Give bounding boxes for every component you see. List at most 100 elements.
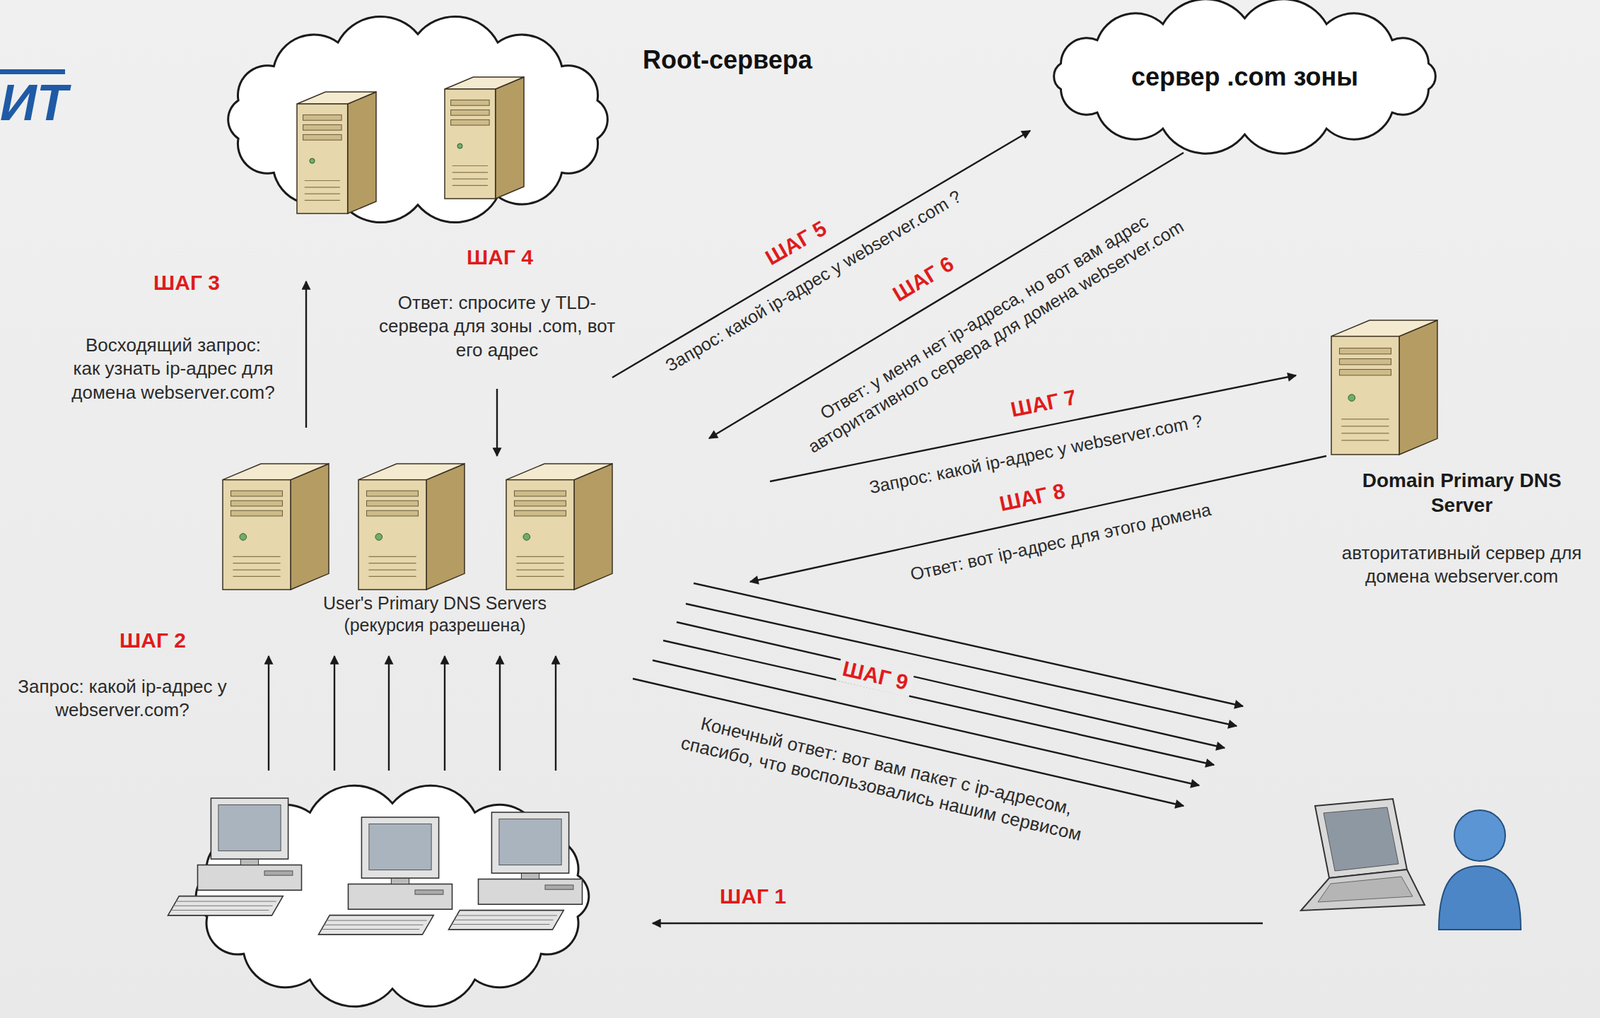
server-vent [516,562,564,564]
logo-bar [0,69,66,75]
node-subtitle: авторитативный сервер для домена webserv… [1336,541,1588,588]
server-led [457,143,463,149]
server-vent [232,556,280,558]
monitor-screen [499,818,562,865]
client-cloud [166,774,619,1018]
server-side [290,463,329,590]
node-shape [198,7,857,232]
server-vent [452,185,488,186]
server-front [1331,336,1400,455]
server-vent [452,165,488,167]
arrow-connector [769,375,1296,482]
server-group: Domain Primary DNS Server авторитативный … [1322,318,1595,630]
computer-icon [448,812,583,930]
cloud-outline [228,16,609,223]
arrow-connector [388,656,390,771]
node-shape [1286,791,1528,934]
server-vent [304,186,341,188]
step-note: Восходящий запрос: как узнать ip-адрес д… [70,333,276,405]
keyboard-row [323,924,424,926]
server-led [309,158,315,164]
laptop-keys [1317,876,1413,903]
step-label: ШАГ 6 [884,248,963,310]
keyboard-row [325,919,428,921]
arrow-connector [663,640,1214,766]
server-vent [232,576,280,577]
computer-icon [318,817,453,935]
arrow-connector [305,281,307,428]
node-subtitle: (рекурсия разрешена) [240,614,630,637]
user-head [1454,810,1506,862]
arrow-connector [333,656,336,771]
arrow-connector [444,656,446,771]
server-led [375,533,383,541]
server-vent [452,178,488,179]
server-vent [232,562,280,564]
server-bay [451,109,490,116]
arrow-connector [555,656,557,771]
server-icon [296,91,377,214]
server-bay [451,119,490,126]
arrow-connector [499,656,501,771]
server-bay [366,500,419,507]
server-bay [366,510,419,517]
server-vent [1341,439,1389,441]
user-laptop [1286,791,1528,934]
laptop-icon [1300,798,1425,911]
server-bay [451,99,490,106]
server-side [426,463,465,590]
step-label: ШАГ 8 [992,476,1072,519]
keyboard-row [321,929,420,930]
server-vent [304,193,341,194]
keyboard-row [451,924,551,925]
server-vent [368,562,416,564]
node-title: Domain Primary DNS Server [1336,468,1588,518]
keyboard [318,915,435,935]
computer-icon [168,798,302,916]
arrow-connector [750,456,1327,582]
server-vent [232,569,280,570]
step-label: ШАГ 3 [149,269,225,297]
keyboard [448,910,565,930]
server-bay [366,490,419,497]
arrow-connector [709,152,1184,439]
server-top [444,77,524,90]
server-bay [514,500,567,507]
arrow-connector [652,922,1263,925]
user-body [1438,866,1521,930]
step-note: Ответ: спросите у TLD-сервера для зоны .… [376,291,618,362]
keyboard-row [171,909,270,911]
step-note: Запрос: какой ip-адрес у webserver.com ? [825,400,1246,507]
server-bay [303,124,342,131]
step-label: ШАГ 7 [1003,383,1083,425]
arrow-connector [612,130,1031,378]
server-vent [368,576,416,577]
computer-case [197,865,302,891]
server-icon [506,463,613,590]
server-vent [1341,418,1389,420]
step-note: Конечный ответ: вот вам пакет с ip-адрес… [654,702,1113,852]
server-top [358,463,465,481]
server-vent [1341,432,1389,434]
server-icon [358,463,465,590]
server-bay [303,114,342,121]
arrow-connector [652,660,1200,786]
server-vent [304,200,341,201]
arrow-connector [496,388,498,457]
step-label: ШАГ 1 [715,883,791,910]
server-led [523,533,531,541]
logo-text: ИТ [0,69,66,136]
server-icon [1331,320,1438,455]
server-bay [514,490,567,497]
server-bay [1339,347,1392,354]
keyboard-row [175,900,277,902]
server-bay [231,510,283,517]
keyboard [168,896,284,916]
server-bay [1339,358,1392,365]
node-shape [166,774,619,1018]
server-side [347,91,377,214]
server-front [444,89,496,199]
server-side [574,463,613,590]
server-icon [444,77,524,199]
server-bay [514,510,567,517]
